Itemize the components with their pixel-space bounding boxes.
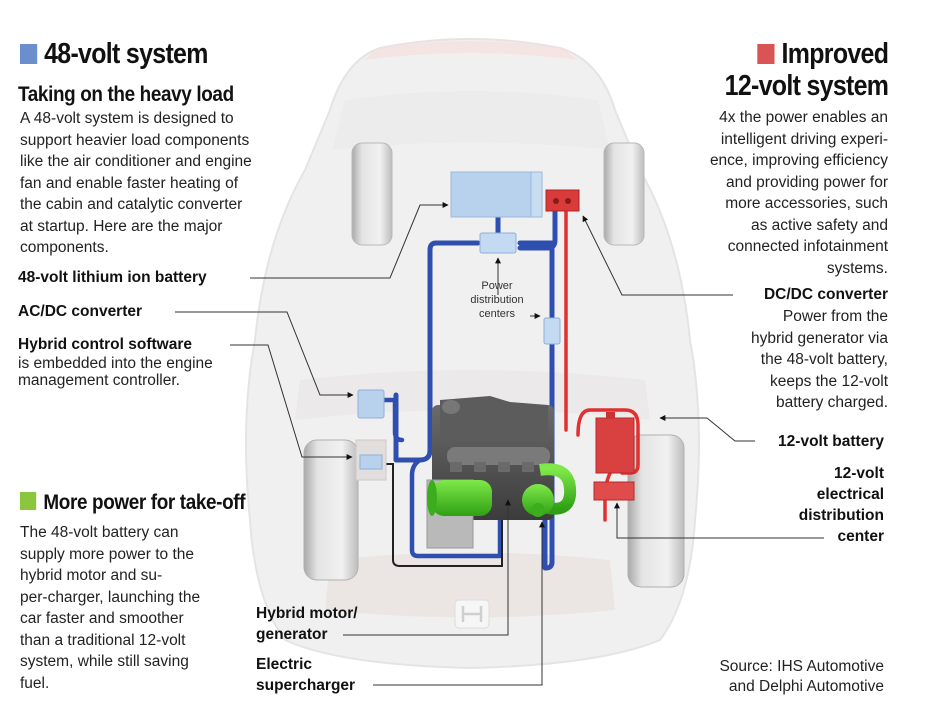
title-takeoff: More power for take-off: [20, 491, 246, 515]
label-power-distribution-centers: Power distribution centers: [470, 280, 524, 320]
label-hybrid-control-software: Hybrid control software: [18, 336, 192, 353]
acdc-converter: [357, 389, 385, 419]
description-12v: 4x the power enables an intelligent driv…: [709, 109, 888, 277]
source-credit: Source: IHS Automotive and Delphi Automo…: [719, 658, 884, 695]
section-48v: 48-volt system: [20, 38, 238, 70]
leader-lines: [175, 202, 824, 686]
distribution-center-12v: [593, 481, 635, 501]
label-12v-battery: 12-volt battery: [778, 433, 884, 450]
wheels: [303, 142, 685, 588]
label-acdc-converter: AC/DC converter: [18, 303, 143, 320]
power-distribution-center-2: [543, 317, 561, 345]
label-12v-distribution-center: 12-volt electrical distribution center: [798, 465, 884, 545]
title-12v-line1: Improved: [724, 38, 889, 70]
legend-square-takeoff-icon: [20, 492, 37, 510]
description-takeoff: The 48-volt battery can supply more powe…: [20, 524, 201, 692]
title-12v-line2: 12-volt system: [724, 70, 888, 102]
description-48v: A 48-volt system is designed to support …: [20, 110, 252, 256]
label-hybrid-motor-generator: Hybrid motor/ generator: [256, 605, 358, 643]
hybrid-control-software-description: is embedded into the engine management c…: [18, 355, 213, 389]
title-48v: 48-volt system: [20, 38, 208, 70]
battery-12v: [595, 412, 635, 474]
power-distribution-center-1: [479, 232, 517, 254]
section-12v: Improved 12-volt system: [698, 38, 888, 102]
dcdc-converter-description: Power from the hybrid generator via the …: [751, 308, 888, 411]
control-wire: [383, 463, 503, 567]
battery-48v: [450, 171, 543, 218]
subtitle-heavy-load: Taking on the heavy load: [18, 83, 234, 106]
label-dcdc-converter: DC/DC converter: [763, 286, 888, 303]
dcdc-converter: [545, 189, 580, 212]
label-electric-supercharger: Electric supercharger: [256, 656, 356, 694]
label-48v-battery: 48-volt lithium ion battery: [18, 269, 207, 286]
hybrid-control-module: [355, 439, 387, 481]
wires-48v: [381, 197, 558, 571]
hybrid-motor-generator: [426, 479, 492, 549]
legend-square-12v-icon: [757, 44, 775, 64]
engine: [432, 396, 554, 520]
legend-square-48v-icon: [20, 44, 38, 64]
electric-supercharger: [522, 463, 577, 517]
